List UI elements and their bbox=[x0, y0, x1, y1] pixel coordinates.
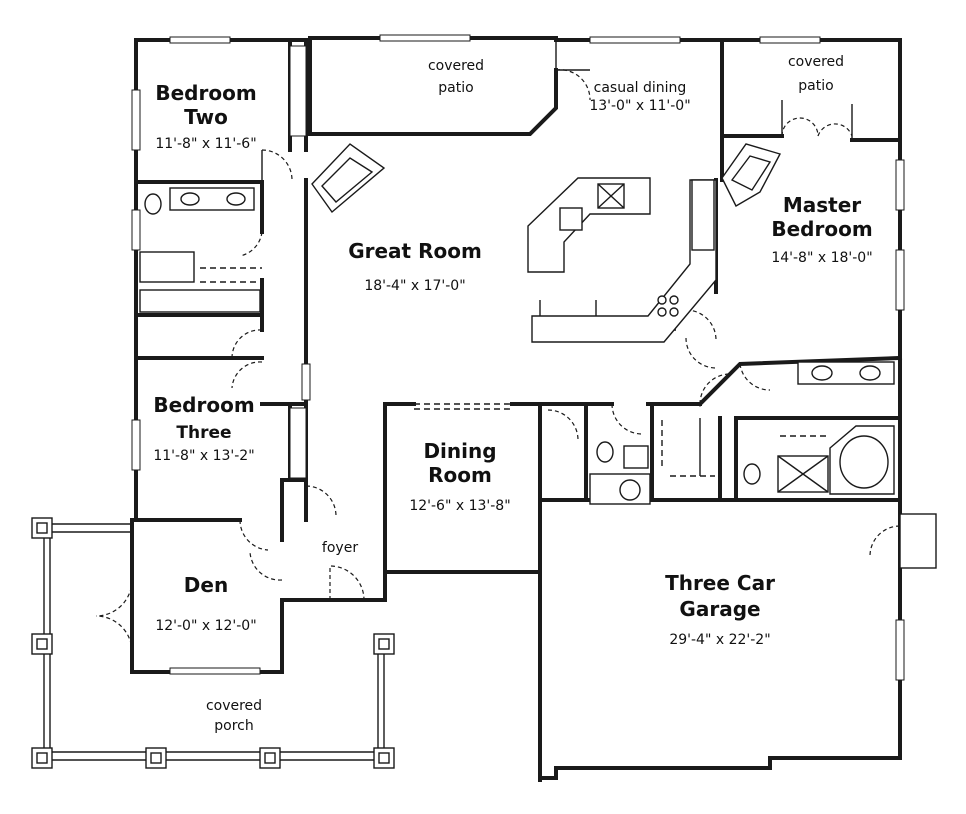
porch bbox=[31, 517, 395, 769]
windows bbox=[131, 34, 905, 681]
bedroom-two-name-2: Two bbox=[184, 105, 228, 129]
bedroom-two-name-1: Bedroom bbox=[155, 81, 256, 105]
covered-patio-right-2: patio bbox=[798, 78, 833, 94]
fixtures bbox=[139, 143, 895, 505]
door-swings bbox=[95, 69, 901, 653]
covered-patio-right-1: covered bbox=[788, 54, 844, 70]
master-bedroom-name-2: Bedroom bbox=[771, 217, 872, 241]
fireplace-great-room bbox=[311, 143, 386, 214]
kitchen-island bbox=[527, 177, 651, 273]
kitchen-sink bbox=[559, 207, 583, 231]
toilet-icon bbox=[144, 193, 162, 215]
covered-patio-right-outline bbox=[720, 38, 902, 142]
master-bedroom-dims: 14'-8" x 18'-0" bbox=[771, 250, 872, 266]
porch-posts bbox=[31, 517, 395, 769]
bedroom-three-name-1: Bedroom bbox=[153, 393, 254, 417]
toilet-master bbox=[743, 463, 761, 485]
covered-porch-1: covered bbox=[206, 698, 262, 714]
bedroom-three-dims: 11'-8" x 13'-2" bbox=[153, 448, 254, 464]
casual-dining-name: casual dining bbox=[594, 80, 687, 96]
foyer-name: foyer bbox=[322, 540, 358, 556]
garage-name-2: Garage bbox=[679, 597, 760, 621]
fireplace-master bbox=[721, 143, 782, 207]
den-name: Den bbox=[184, 573, 228, 597]
covered-porch-2: porch bbox=[214, 718, 253, 734]
room-labels: Bedroom Two 11'-8" x 11'-6" covered pati… bbox=[153, 54, 872, 734]
den-dims: 12'-0" x 12'-0" bbox=[155, 618, 256, 634]
dining-room-name-2: Room bbox=[428, 463, 492, 487]
garage-dims: 29'-4" x 22'-2" bbox=[669, 632, 770, 648]
garage-side-door bbox=[899, 513, 937, 569]
bedroom-three-name-2: Three bbox=[176, 423, 231, 443]
bedroom-two-dims: 11'-8" x 11'-6" bbox=[155, 136, 256, 152]
great-room-dims: 18'-4" x 17'-0" bbox=[364, 278, 465, 294]
covered-patio-left-2: patio bbox=[438, 80, 473, 96]
garage-name-1: Three Car bbox=[665, 571, 775, 595]
casual-dining-dims: 13'-0" x 11'-0" bbox=[589, 98, 690, 114]
bathtub bbox=[829, 425, 895, 495]
toilet-half-bath bbox=[596, 441, 614, 463]
master-bedroom-name-1: Master bbox=[783, 193, 861, 217]
covered-patio-left-1: covered bbox=[428, 58, 484, 74]
dining-room-name-1: Dining bbox=[423, 439, 496, 463]
great-room-name: Great Room bbox=[348, 239, 482, 263]
covered-patio-left-outline bbox=[308, 38, 558, 136]
dining-room-dims: 12'-6" x 13'-8" bbox=[409, 498, 510, 514]
